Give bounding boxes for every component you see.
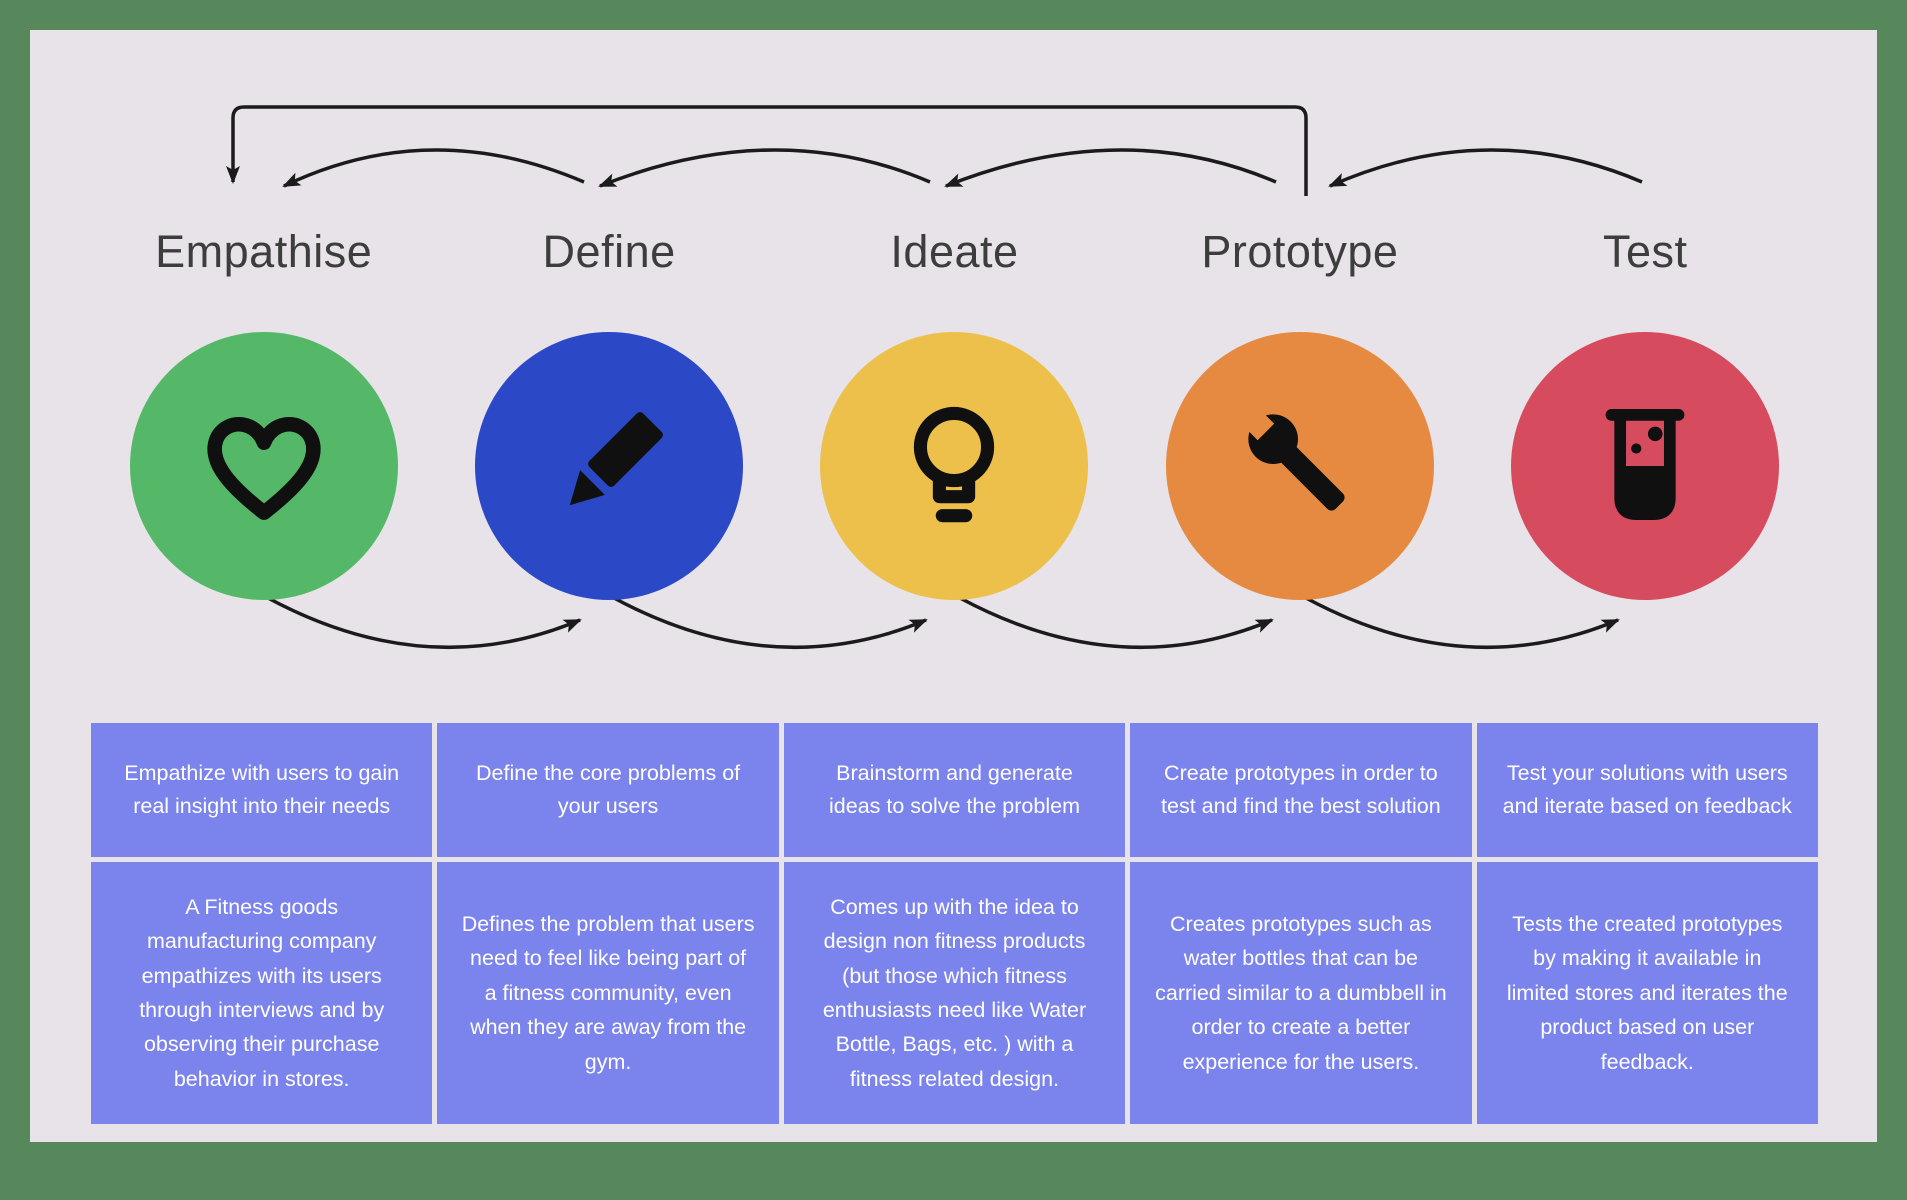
summary-define: Define the core problems of your users <box>437 723 779 857</box>
summary-prototype: Create prototypes in order to test and f… <box>1130 723 1472 857</box>
stage-circle-prototype <box>1165 332 1434 600</box>
example-empathise: A Fitness goods manufacturing company em… <box>91 862 433 1124</box>
stage-circle-define <box>475 332 744 600</box>
wrench-jaw-opening <box>1240 406 1275 441</box>
stage-title-ideate: Ideate <box>890 226 1019 277</box>
stage-circle-ideate <box>820 332 1089 600</box>
pencil-icon <box>569 412 664 506</box>
example-ideate: Comes up with the idea to design non fit… <box>783 862 1126 1124</box>
summary-test: Test your solutions with users and itera… <box>1476 723 1818 857</box>
lightbulb-icon <box>914 406 995 523</box>
beaker-icon <box>1605 409 1685 521</box>
stage-circles-row <box>91 332 1818 600</box>
wrench-icon <box>1240 406 1345 511</box>
stage-titles-row: Empathise Define Ideate Prototype Test <box>91 226 1818 278</box>
stage-description-table: Empathize with users to gain real insigh… <box>91 723 1818 1124</box>
example-prototype: Creates prototypes such as water bottles… <box>1130 862 1472 1124</box>
example-define: Defines the problem that users need to f… <box>437 862 779 1124</box>
stage-circle-empathise <box>129 332 398 600</box>
stage-title-define: Define <box>542 226 676 277</box>
heart-icon <box>207 417 321 521</box>
stage-title-empathise: Empathise <box>155 226 373 277</box>
stage-title-test: Test <box>1603 226 1688 277</box>
stage-circle-test <box>1511 332 1780 600</box>
summary-empathise: Empathize with users to gain real insigh… <box>91 723 433 857</box>
stage-title-prototype: Prototype <box>1201 226 1399 277</box>
summary-ideate: Brainstorm and generate ideas to solve t… <box>783 723 1126 857</box>
example-test: Tests the created prototypes by making i… <box>1476 862 1818 1124</box>
